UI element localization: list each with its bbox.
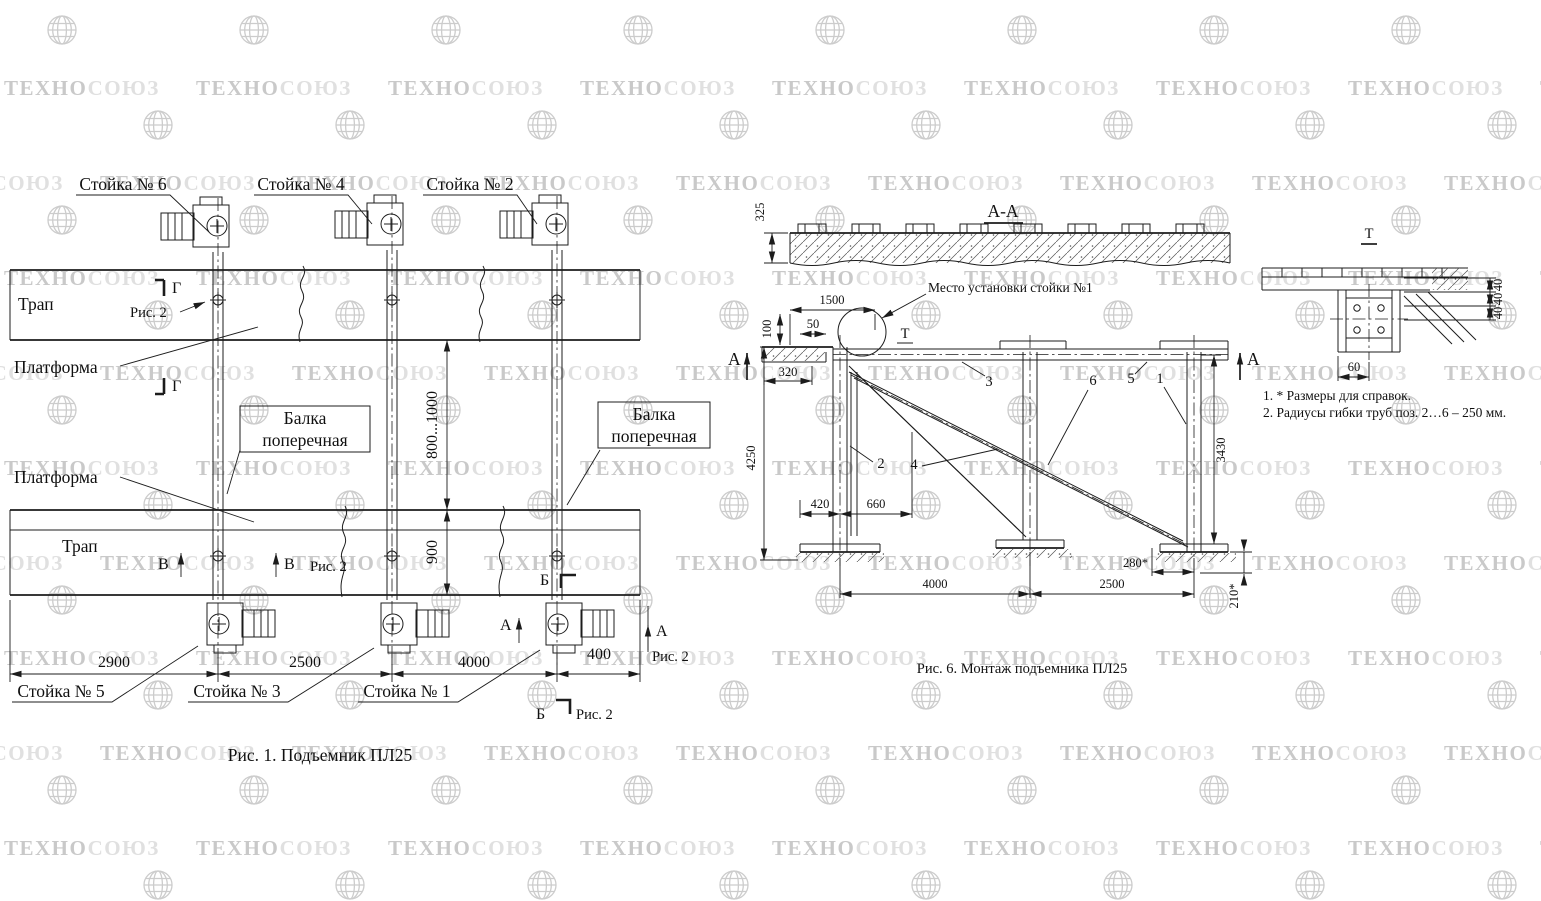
label-beam-left-1: Балка [284,408,327,428]
ref-fig2-a: Рис. 2 [652,649,689,665]
dim-325: 325 [753,203,767,222]
dim-280: 280* [1123,556,1148,570]
callout-box-beam-right [597,401,711,449]
dim-210: 210* [1227,584,1241,609]
label-place-of-stand-1: Место установки стойки №1 [928,280,1093,295]
dim-320: 320 [779,365,798,379]
section-letter-a-1: А [500,617,512,634]
section-letter-b-top: Б [540,572,549,589]
label-beam-right-1: Балка [633,404,676,424]
ref-fig2-v: Рис. 2 [310,559,347,575]
dim-660: 660 [867,497,886,511]
label-stand-6: Стойка № 6 [79,174,166,194]
section-letter-g-bottom: Г [172,378,181,395]
label-stand-3: Стойка № 3 [193,681,280,701]
detail-t-title: Т [1365,226,1374,242]
label-platform-top: Платформа [14,357,98,377]
note-2: 2. Радиусы гибки труб поз. 2…6 – 250 мм. [1263,405,1506,420]
label-tram-top: Трап [18,294,54,314]
label-stand-1: Стойка № 1 [363,681,450,701]
dim-2500: 2500 [289,654,321,671]
dim-40-1: 40 [1491,279,1505,292]
dim-2900: 2900 [98,654,130,671]
detail-mark-t: Т [901,326,910,342]
section-letter-v-2: В [284,556,295,573]
section-letter-a-2: А [656,623,668,640]
dim-420: 420 [811,497,830,511]
dim-4000: 4000 [458,654,490,671]
detail-t-view: Т 40 40 40 60 1. * Размеры для справок. … [1261,226,1506,420]
label-beam-left-2: поперечная [262,430,347,450]
fig6-installation-view: А-А 325 Место установки стойки №1 Т 1500… [728,201,1260,677]
pos-label-4: 4 [910,457,918,473]
callout-box-beam-left [239,405,371,453]
dim-100: 100 [760,320,774,339]
note-1: 1. * Размеры для справок. [1263,388,1411,403]
label-beam-right-2: поперечная [611,426,696,446]
label-stand-4: Стойка № 4 [257,174,344,194]
pos-label-1: 1 [1156,371,1163,387]
dim-40-2: 40 [1491,293,1505,306]
section-letter-b-bottom: Б [536,706,545,723]
fig6-section-mark-left: А [728,349,741,369]
dim-4250: 4250 [744,446,758,471]
dim-50: 50 [807,317,820,331]
fig6-section-mark-right: А [1247,349,1260,369]
fig6-caption: Рис. 6. Монтаж подъемника ПЛ25 [917,661,1127,677]
pos-label-3: 3 [985,374,992,390]
fig1-caption: Рис. 1. Подъемник ПЛ25 [228,745,413,765]
section-letter-g-top: Г [172,280,181,297]
label-stand-2: Стойка № 2 [426,174,513,194]
dim-3430: 3430 [1214,438,1228,463]
fig6-section-title: А-А [987,201,1018,221]
dim-800-1000: 800...1000 [424,391,441,459]
ref-fig2-b: Рис. 2 [576,707,613,723]
pos-label-6: 6 [1089,373,1096,389]
pos-label-2: 2 [877,456,884,472]
pos-label-5: 5 [1127,371,1134,387]
dim-40-3: 40 [1491,307,1505,320]
ref-fig2-top: Рис. 2 [130,305,167,321]
label-platform-bottom: Платформа [14,467,98,487]
dim-60: 60 [1348,360,1361,374]
dim-1500: 1500 [820,293,845,307]
dim-900: 900 [424,540,441,564]
label-stand-5: Стойка № 5 [17,681,104,701]
dim-4000-fig6: 4000 [923,577,948,591]
fig1-plan-view: Стойка № 6 Стойка № 4 Стойка № 2 Г Г Рис… [9,174,711,765]
dim-2500-fig6: 2500 [1100,577,1125,591]
section-letter-v-1: В [158,556,169,573]
label-tram-bottom: Трап [62,536,98,556]
dim-400: 400 [587,646,611,663]
